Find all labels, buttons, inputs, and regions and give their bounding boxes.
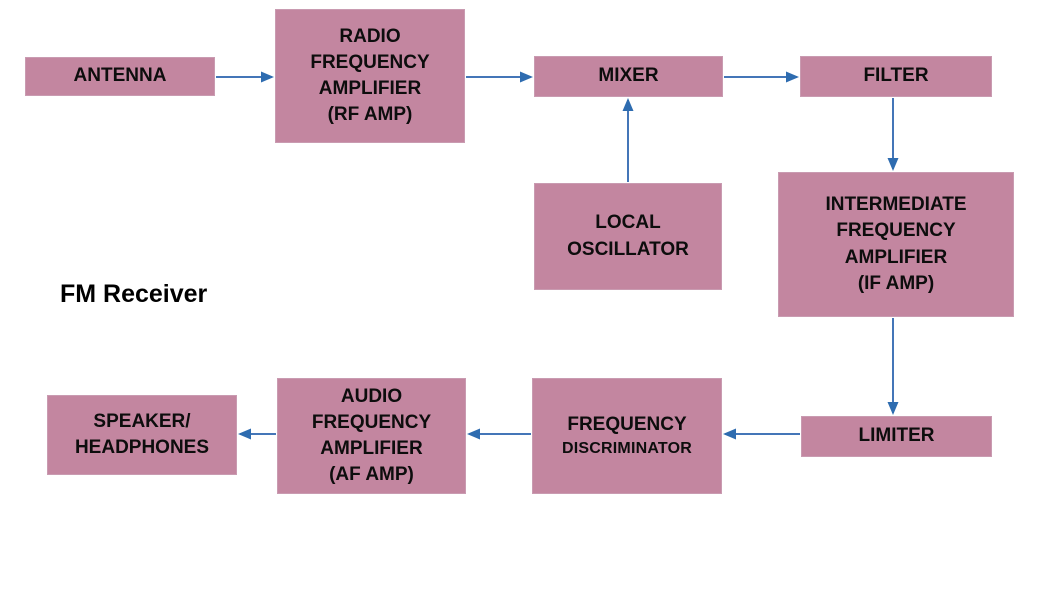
frequency-discriminator-block: FREQUENCY DISCRIMINATOR — [532, 378, 722, 494]
filter-block: FILTER — [800, 56, 992, 97]
speaker-headphones-block: SPEAKER/ HEADPHONES — [47, 395, 237, 475]
frequency-discriminator-label-line1: FREQUENCY — [567, 413, 687, 435]
if-amplifier-block: INTERMEDIATE FREQUENCY AMPLIFIER (IF AMP… — [778, 172, 1014, 317]
limiter-block: LIMITER — [801, 416, 992, 457]
antenna-block: ANTENNA — [25, 57, 215, 96]
local-oscillator-block: LOCAL OSCILLATOR — [534, 183, 722, 290]
frequency-discriminator-label-line2: DISCRIMINATOR — [561, 440, 692, 458]
diagram-title: FM Receiver — [60, 280, 208, 308]
mixer-block: MIXER — [534, 56, 723, 97]
af-amplifier-block: AUDIO FREQUENCY AMPLIFIER (AF AMP) — [277, 378, 466, 494]
rf-amplifier-block: RADIO FREQUENCY AMPLIFIER (RF AMP) — [275, 9, 465, 143]
